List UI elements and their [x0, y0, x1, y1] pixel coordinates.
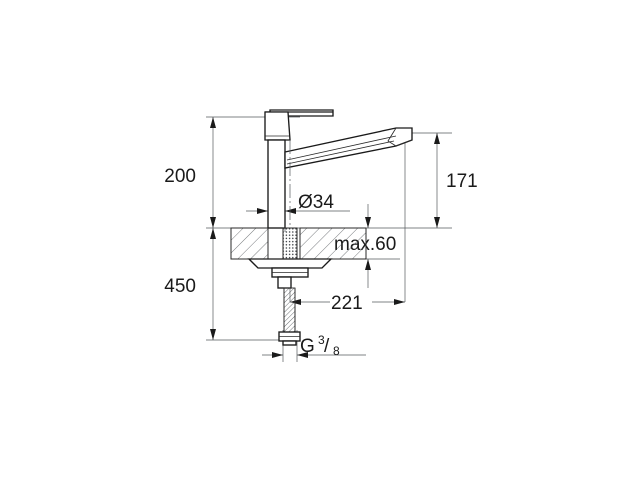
dimension-label-diameter-34: Ø34 [298, 192, 334, 213]
body-column [267, 139, 286, 229]
dimension-450: 450 [164, 228, 216, 340]
hose-end-connector [278, 331, 301, 346]
dimension-label-g38-slash: / [324, 336, 330, 357]
dimension-label-g38-numerator: 3 [318, 333, 325, 347]
hose-coupling-upper [277, 276, 292, 289]
dimension-label-450: 450 [164, 276, 196, 297]
countertop-section [230, 227, 367, 260]
dimension-label-g38-prefix: G [300, 336, 315, 357]
dimension-label-221: 221 [331, 293, 363, 314]
faucet-assembly [247, 109, 413, 346]
flexible-hose [283, 287, 296, 333]
dimension-label-g38-denominator: 8 [333, 344, 340, 358]
dimension-171: 171 [434, 133, 478, 228]
dimension-200: 200 [164, 117, 216, 228]
dimension-label-171: 171 [446, 171, 478, 192]
dimension-g38: G 3 / 8 [262, 333, 366, 358]
dimension-label-200: 200 [164, 166, 196, 187]
fixing-nut [271, 267, 309, 278]
mounting-washer [247, 258, 333, 269]
handle-cap [264, 111, 291, 141]
mounting-shank [282, 227, 298, 269]
spout [284, 127, 413, 169]
dimension-221: 221 [290, 293, 405, 314]
dimension-diameter-34: Ø34 [246, 192, 350, 214]
